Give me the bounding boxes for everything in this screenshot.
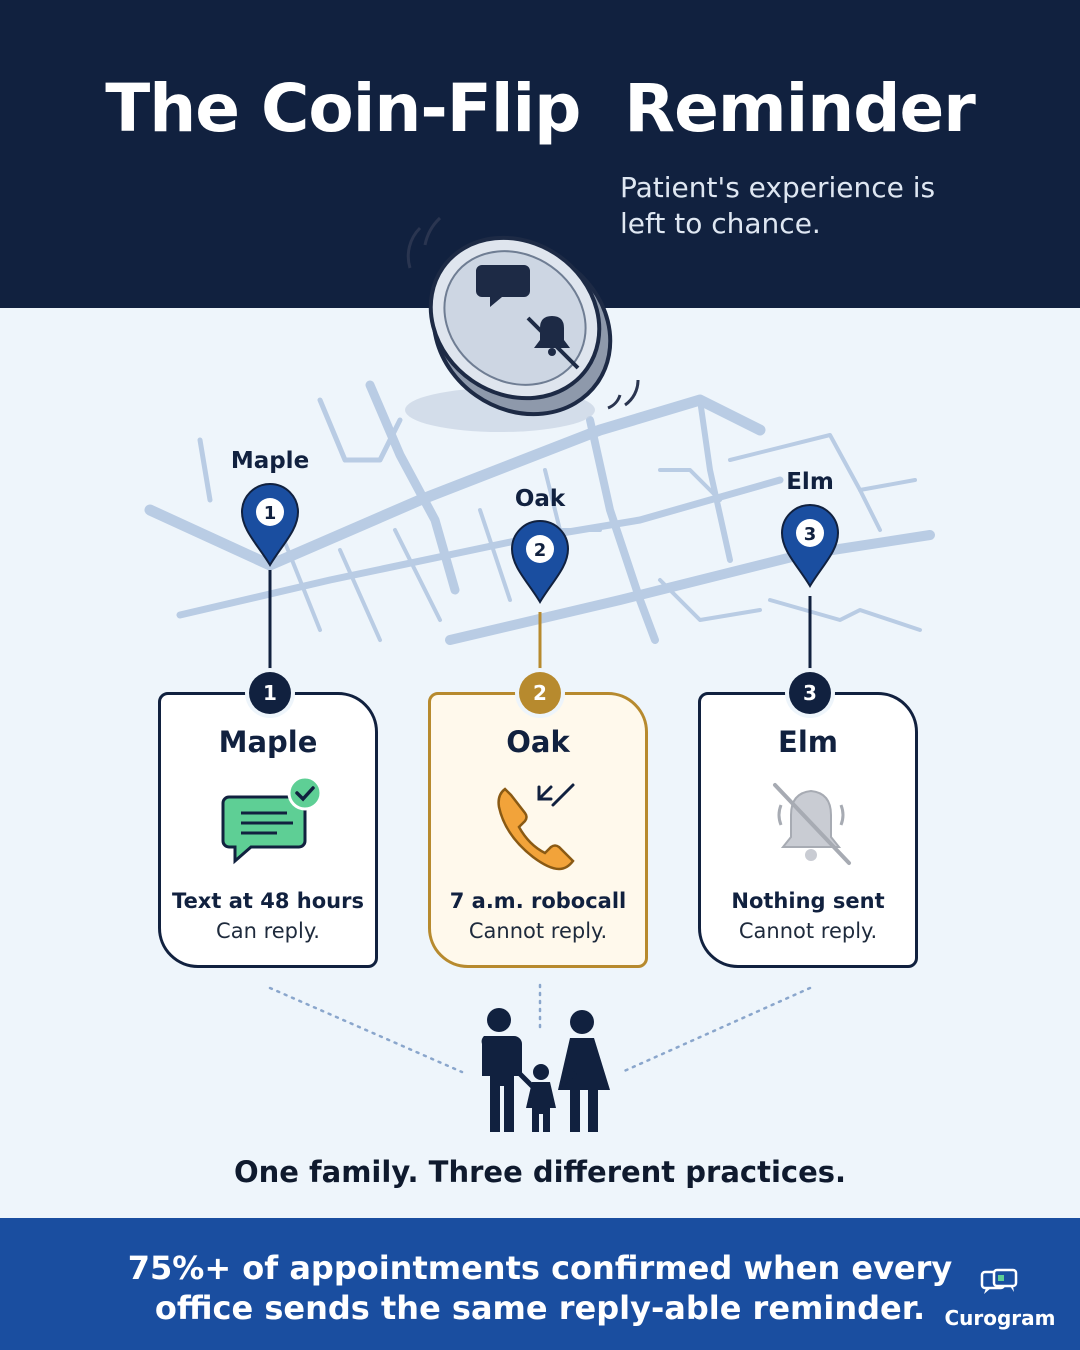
- pin-elm: 3: [780, 504, 840, 588]
- page-subtitle: Patient's experience is left to chance.: [620, 171, 936, 240]
- street-map: 1 2 3: [144, 216, 935, 672]
- card-reply-status: Can reply.: [216, 919, 320, 943]
- card-reply-status: Cannot reply.: [738, 919, 878, 943]
- family-illustration: [268, 983, 812, 1132]
- pin-label-elm: Elm: [786, 469, 834, 495]
- brand-logo: Curogram: [940, 1268, 1060, 1330]
- card-title: Maple: [218, 725, 318, 759]
- pin-number: 3: [804, 524, 817, 545]
- footer-line-1: 75%+ of appointments confirmed when ever…: [127, 1249, 953, 1287]
- page-title: The Coin-Flip Reminder: [105, 70, 976, 147]
- brand-name: Curogram: [944, 1306, 1056, 1330]
- dotted-connectors: [268, 983, 812, 1074]
- card-title: Elm: [778, 725, 838, 759]
- header-banner: The Coin-Flip Reminder Patient's experie…: [0, 0, 1080, 308]
- pin-number: 1: [264, 503, 277, 524]
- bell-off-icon: [526, 316, 580, 370]
- coin-illustration: [405, 216, 640, 432]
- pin-label-maple: Maple: [230, 448, 310, 474]
- phone-missed-icon: [497, 783, 575, 871]
- pin-label-oak: Oak: [514, 486, 566, 512]
- card-reminder-type: Text at 48 hours: [172, 889, 364, 913]
- pin-maple: 1: [240, 483, 300, 567]
- pin-oak: 2: [510, 520, 570, 604]
- card-number-badge: 3: [789, 672, 831, 714]
- footer-line-2: office sends the same reply-able reminde…: [154, 1289, 926, 1327]
- card-number-badge: 1: [249, 672, 291, 714]
- bell-off-icon: [773, 783, 851, 865]
- footer-banner: 75%+ of appointments confirmed when ever…: [0, 1218, 1080, 1350]
- practice-card-oak: Oak 7 a.m. robocall Cannot reply.: [428, 692, 648, 968]
- practice-card-elm: Elm Nothing sent Cannot reply.: [698, 692, 918, 968]
- practice-card-maple: Maple Text at 48 hours Can reply.: [158, 692, 378, 968]
- text-message-check-icon: [221, 775, 321, 865]
- family-icon: [481, 1008, 610, 1132]
- card-title: Oak: [506, 725, 570, 759]
- card-reminder-type: 7 a.m. robocall: [449, 889, 627, 913]
- family-caption: One family. Three different practices.: [233, 1155, 847, 1189]
- card-number-badge: 2: [519, 672, 561, 714]
- pin-number: 2: [534, 540, 547, 561]
- card-reminder-type: Nothing sent: [731, 889, 885, 913]
- footer-statement: 75%+ of appointments confirmed when ever…: [110, 1248, 970, 1328]
- chat-bubbles-logo-icon: [980, 1268, 1018, 1294]
- chat-bubble-icon: [476, 265, 530, 307]
- card-reply-status: Cannot reply.: [468, 919, 608, 943]
